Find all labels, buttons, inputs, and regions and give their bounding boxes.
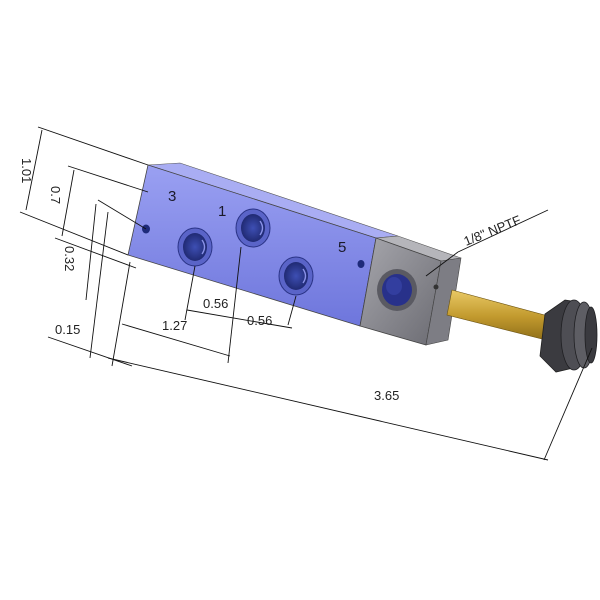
valve-body: 3 1 5 (127, 162, 399, 327)
dim-label-0-56-a: 0.56 (203, 296, 228, 311)
dim-label-0-15: 0.15 (55, 322, 80, 337)
port-1-hole (235, 208, 271, 248)
dim-label-3-65: 3.65 (374, 388, 399, 403)
dim-label-0-32: 0.32 (62, 246, 77, 271)
port-label-5: 5 (338, 239, 346, 256)
end-cap-side (425, 257, 462, 346)
port-label-3: 3 (168, 188, 176, 205)
port-label-1: 1 (218, 203, 226, 220)
dim-label-0-56-b: 0.56 (247, 313, 272, 328)
mounting-hole-right (357, 260, 365, 268)
port-3-hole (177, 227, 213, 267)
dimension-lines (19, 126, 593, 461)
dim-label-0-7: 0.7 (48, 186, 63, 204)
valve-end-cap (359, 235, 462, 346)
dim-label-1-01: 1.01 (19, 158, 34, 183)
port-5-hole (278, 256, 314, 296)
actuator-knob (539, 299, 598, 373)
dim-label-1-27: 1.27 (162, 318, 187, 333)
callout-thread-nptf: 1/8" NPTF (462, 212, 524, 248)
end-cap-screw (433, 284, 439, 290)
